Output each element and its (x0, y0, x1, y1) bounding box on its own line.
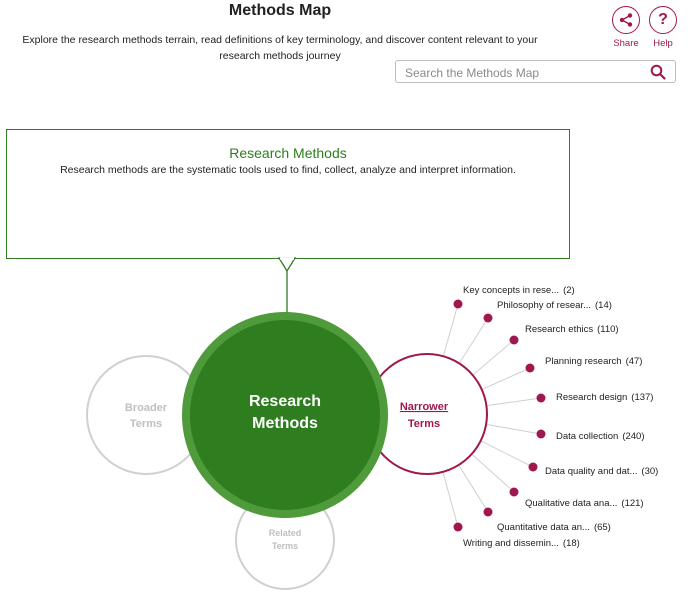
callout-pointer (277, 257, 297, 273)
search-box (395, 60, 676, 83)
narrower-term-dot[interactable] (453, 299, 463, 309)
narrower-term-dot[interactable] (509, 487, 519, 497)
narrower-spoke (486, 423, 542, 435)
narrower-spoke (472, 339, 515, 376)
narrower-term-item[interactable]: Planning research(47) (525, 356, 643, 373)
narrower-spoke (458, 464, 489, 513)
narrower-term-item[interactable]: Research ethics(110) (509, 324, 619, 345)
definition-box: Research Methods Research methods are th… (6, 129, 570, 259)
narrower-term-item[interactable]: Key concepts in rese...(2) (453, 285, 575, 309)
narrower-term-dot[interactable] (536, 429, 546, 439)
help-icon: ? (649, 6, 677, 34)
narrower-term-count: (14) (595, 300, 612, 311)
narrower-term-dot[interactable] (525, 363, 535, 373)
help-label: Help (653, 38, 673, 49)
narrower-term-item[interactable]: Data quality and dat...(30) (528, 462, 659, 478)
narrower-spoke (471, 453, 515, 493)
narrower-spokes (442, 303, 542, 528)
broader-label-1: Broader (125, 402, 168, 414)
page-title: Methods Map (228, 2, 332, 19)
narrower-term-label[interactable]: Qualitative data ana...(121) (525, 498, 644, 509)
narrower-term-label[interactable]: Philosophy of resear...(14) (497, 300, 612, 311)
help-button[interactable]: ? Help (647, 6, 679, 49)
narrower-spoke (486, 397, 542, 407)
center-label-1: Research (249, 393, 321, 410)
narrower-term-dot[interactable] (528, 462, 538, 472)
narrower-term-item[interactable]: Philosophy of resear...(14) (483, 300, 612, 323)
narrower-term-count: (65) (594, 522, 611, 533)
narrower-term-label[interactable]: Data quality and dat...(30) (545, 466, 658, 477)
narrower-label-1: Narrower (400, 401, 449, 413)
narrower-term-dot[interactable] (453, 522, 463, 532)
narrower-term-label[interactable]: Key concepts in rese...(2) (463, 285, 575, 296)
narrower-term-count: (240) (622, 431, 644, 442)
definition-text: Research methods are the systematic tool… (60, 164, 516, 176)
narrower-term-label[interactable]: Planning research(47) (545, 356, 642, 367)
narrower-term-list: Key concepts in rese...(2) Philosophy of … (453, 285, 659, 550)
narrower-term-item[interactable]: Research design(137) (536, 392, 654, 403)
narrower-term-label[interactable]: Research design(137) (556, 392, 653, 403)
center-term-node: Research Methods (182, 312, 388, 518)
share-label: Share (613, 38, 639, 49)
related-label-2: Terms (272, 541, 298, 551)
narrower-term-label[interactable]: Research ethics(110) (525, 324, 619, 335)
narrower-term-count: (110) (597, 324, 618, 335)
narrower-spoke (481, 367, 531, 390)
narrower-terms-node[interactable]: Narrower Terms (366, 353, 488, 475)
narrower-term-count: (30) (641, 466, 658, 477)
narrower-term-count: (137) (631, 392, 653, 403)
narrower-term-dot[interactable] (509, 335, 519, 345)
narrower-term-count: (121) (621, 498, 643, 509)
narrower-term-label[interactable]: Writing and dissemin...(18) (463, 538, 580, 549)
broader-terms-node[interactable]: Broader Terms (86, 355, 206, 475)
center-label-2: Methods (252, 415, 318, 432)
narrower-term-item[interactable]: Qualitative data ana...(121) (509, 487, 644, 510)
narrower-term-dot[interactable] (483, 507, 493, 517)
narrower-term-count: (18) (563, 538, 580, 549)
narrower-term-item[interactable]: Quantitative data an...(65) (483, 507, 611, 534)
search-input[interactable] (403, 63, 647, 82)
narrower-spoke (458, 317, 489, 364)
broader-label-2: Terms (130, 418, 162, 430)
narrower-term-dot[interactable] (483, 313, 493, 323)
narrower-term-item[interactable]: Data collection(240) (536, 429, 645, 443)
narrower-term-label[interactable]: Quantitative data an...(65) (497, 522, 611, 533)
share-icon (612, 6, 640, 34)
definition-title: Research Methods (229, 145, 347, 161)
page-subtitle: Explore the research methods terrain, re… (22, 34, 538, 62)
search-icon[interactable] (650, 64, 666, 80)
share-button[interactable]: Share (610, 6, 642, 49)
related-label-1: Related (269, 528, 302, 538)
narrower-term-count: (2) (563, 285, 575, 296)
narrower-spoke (442, 303, 459, 357)
narrower-spoke (480, 440, 534, 468)
narrower-term-count: (47) (626, 356, 643, 367)
narrower-label-2: Terms (408, 418, 440, 430)
narrower-spoke (442, 471, 459, 528)
narrower-term-dot[interactable] (536, 393, 546, 403)
narrower-term-label[interactable]: Data collection(240) (556, 431, 645, 442)
narrower-term-item[interactable]: Writing and dissemin...(18) (453, 522, 580, 550)
